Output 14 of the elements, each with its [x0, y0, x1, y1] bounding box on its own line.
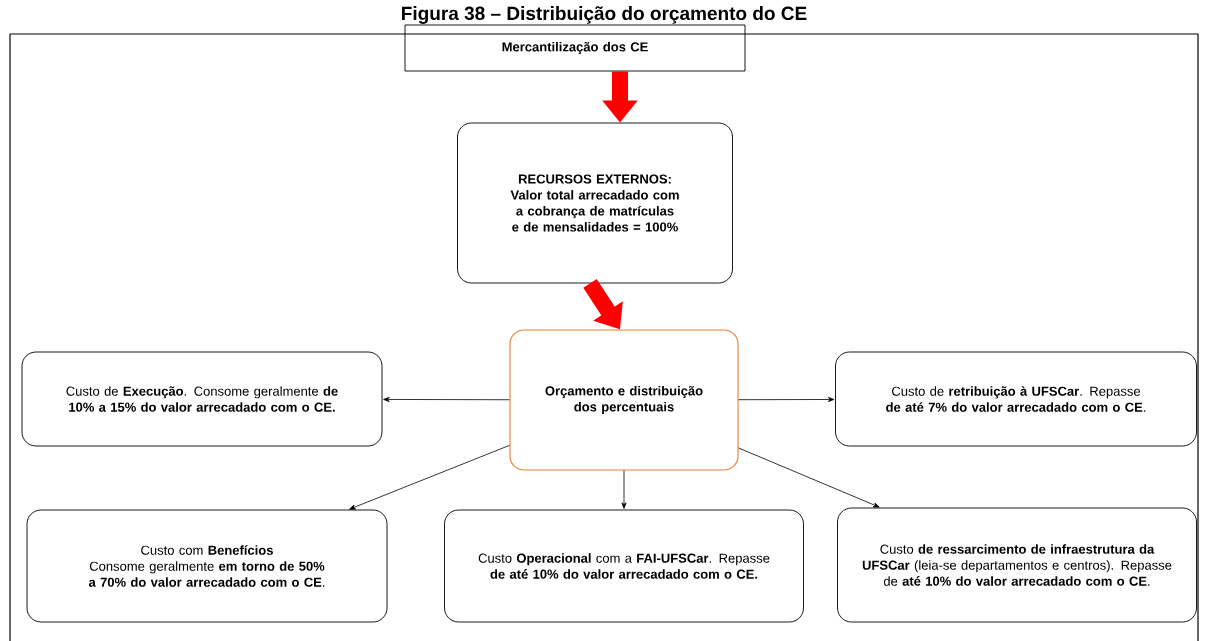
cost-box: Custo de retribuição à UFSCar. Repasse de até 7% do valor arrecadado com o CE.: [835, 351, 1197, 447]
arrow: [621, 470, 627, 509]
figure-title: Figura 38 – Distribuição do orçamento do CE: [402, 6, 807, 24]
process-box: Mercantilização dos CE: [404, 24, 746, 72]
arrow: [738, 397, 835, 402]
cost-box: Custo com Benefícios Consome geralmente em torno de 50% a 70% do valor arrecadado com o CE.: [26, 509, 388, 623]
cost-box: Custo de Execução. Consome geralmente de 10% a 15% do valor arrecadado com o CE.: [21, 351, 383, 447]
cost-box: Custo de ressarcimento de infraestrutura da UFSCar (leia-se departamentos e centros). Repasse de até 10% do valor arrecadado com o CE.: [837, 507, 1197, 623]
arrow: [349, 445, 510, 510]
arrow: [383, 396, 510, 402]
process-box: RECURSOS EXTERNOS: Valor total arrecadado com a cobrança de matrículas e de mensalidades = 100%: [457, 122, 733, 284]
process-box: Orçamento e distribuição dos percentuais: [509, 329, 739, 471]
cost-box: Custo Operacional com a FAI-UFSCar. Repasse de até 10% do valor arrecadado com o CE.: [444, 509, 804, 623]
arrow: [738, 447, 880, 508]
